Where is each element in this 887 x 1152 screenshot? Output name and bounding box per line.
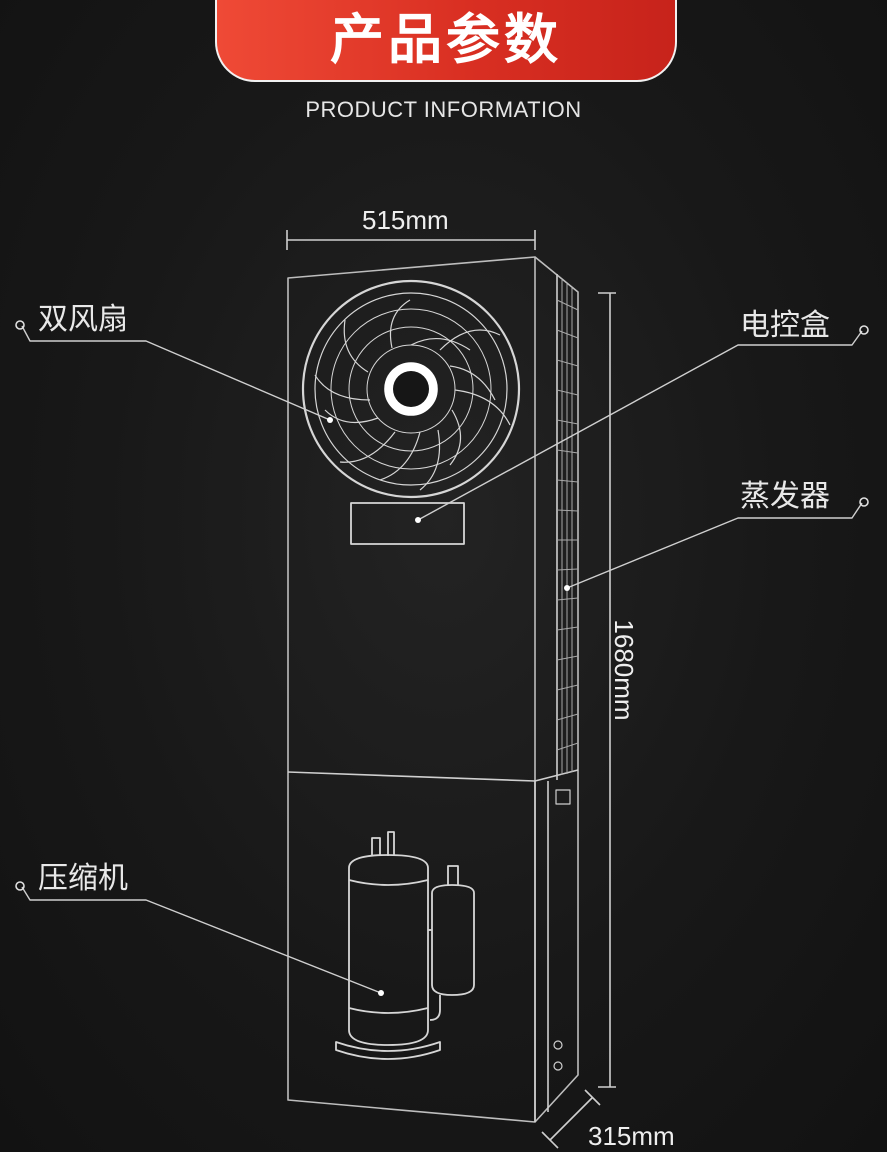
control-box-callout-dot xyxy=(415,517,421,523)
cabinet-outline xyxy=(287,256,579,1123)
evaporator-callout-label: 蒸发器 xyxy=(740,479,830,514)
page-title: 产品参数 xyxy=(330,8,562,71)
callout-lines xyxy=(21,325,863,994)
fan-callout-line xyxy=(21,325,331,421)
side-port-upper xyxy=(553,1040,563,1050)
evaporator-callout-end xyxy=(859,497,869,507)
evaporator-callout-dot xyxy=(564,585,570,591)
side-port-lower xyxy=(553,1061,563,1071)
fan-callout-dot xyxy=(327,417,333,423)
width-dimension-line xyxy=(286,230,536,250)
height-dimension-line xyxy=(598,292,616,1088)
compressor-callout-line xyxy=(21,886,382,994)
depth-dimension-line xyxy=(541,1089,601,1149)
evaporator-grille xyxy=(556,280,579,775)
width-dimension-label: 515mm xyxy=(362,205,449,235)
evaporator-callout-line xyxy=(566,502,863,589)
compressor-callout-end xyxy=(15,881,25,891)
fan-callout-end xyxy=(15,320,25,330)
compressor-icon xyxy=(335,831,475,1060)
depth-dimension-label: 315mm xyxy=(588,1121,675,1151)
fan-callout-label: 双风扇 xyxy=(38,302,128,337)
compressor-callout-label: 压缩机 xyxy=(38,861,128,896)
control-box-icon xyxy=(350,502,465,545)
side-vent-icon xyxy=(555,789,571,805)
compressor-callout-dot xyxy=(378,990,384,996)
page-subtitle: PRODUCT INFORMATION xyxy=(305,97,582,122)
control-box-callout-label: 电控盒 xyxy=(740,308,830,343)
control-box-callout-line xyxy=(417,330,863,521)
fan-icon xyxy=(301,279,521,499)
height-dimension-label: 1680mm xyxy=(609,619,639,721)
title-banner: 产品参数 xyxy=(215,0,677,82)
control-box-callout-end xyxy=(859,325,869,335)
